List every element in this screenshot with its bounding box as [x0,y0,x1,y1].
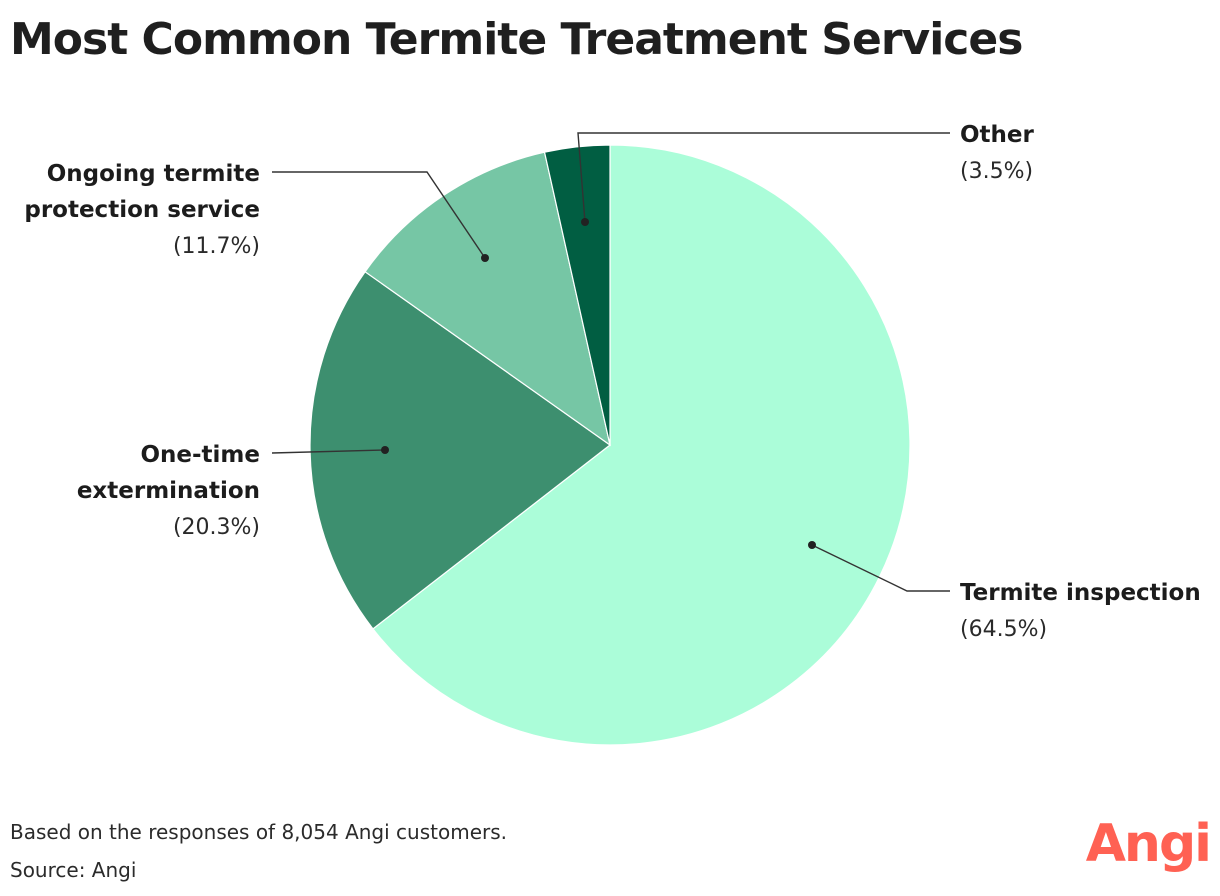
leader-dot-one-time-extermination [381,446,389,454]
slice-label-termite-inspection: Termite inspection [960,580,1201,606]
leader-line-other [577,132,950,223]
slice-label-ongoing-termite-protection-service: protection service [24,197,260,223]
angi-logo: Angi [1085,814,1212,874]
leader-line-ongoing-termite-protection-service [272,171,486,259]
leader-dot-other [581,218,589,226]
source-note: Source: Angi [10,858,137,882]
footnote: Based on the responses of 8,054 Angi cus… [10,820,507,844]
slice-value-label-one-time-extermination: (20.3%) [173,515,260,540]
slice-label-other: Other [960,122,1035,148]
slice-label-one-time-extermination: extermination [77,478,260,504]
pie-slices [309,144,911,746]
slice-label-one-time-extermination: One-time [140,442,260,468]
leader-line-termite-inspection [811,544,950,592]
slice-labels: Termite inspection (64.5%) One-time extermi… [24,122,1200,642]
chart-title: Most Common Termite Treatment Services [10,14,1023,65]
slice-value-label-other: (3.5%) [960,159,1033,184]
leader-dot-ongoing-termite-protection-service [481,254,489,262]
pie-slice-other [543,144,611,446]
slice-value-label-ongoing-termite-protection-service: (11.7%) [173,234,260,259]
leader-line-one-time-extermination [271,449,386,454]
leader-dot-termite-inspection [808,541,816,549]
slice-value-label-termite-inspection: (64.5%) [960,617,1047,642]
pie-slice-ongoing-termite-protection-service [364,151,611,447]
slice-label-ongoing-termite-protection-service: Ongoing termite [47,161,260,187]
